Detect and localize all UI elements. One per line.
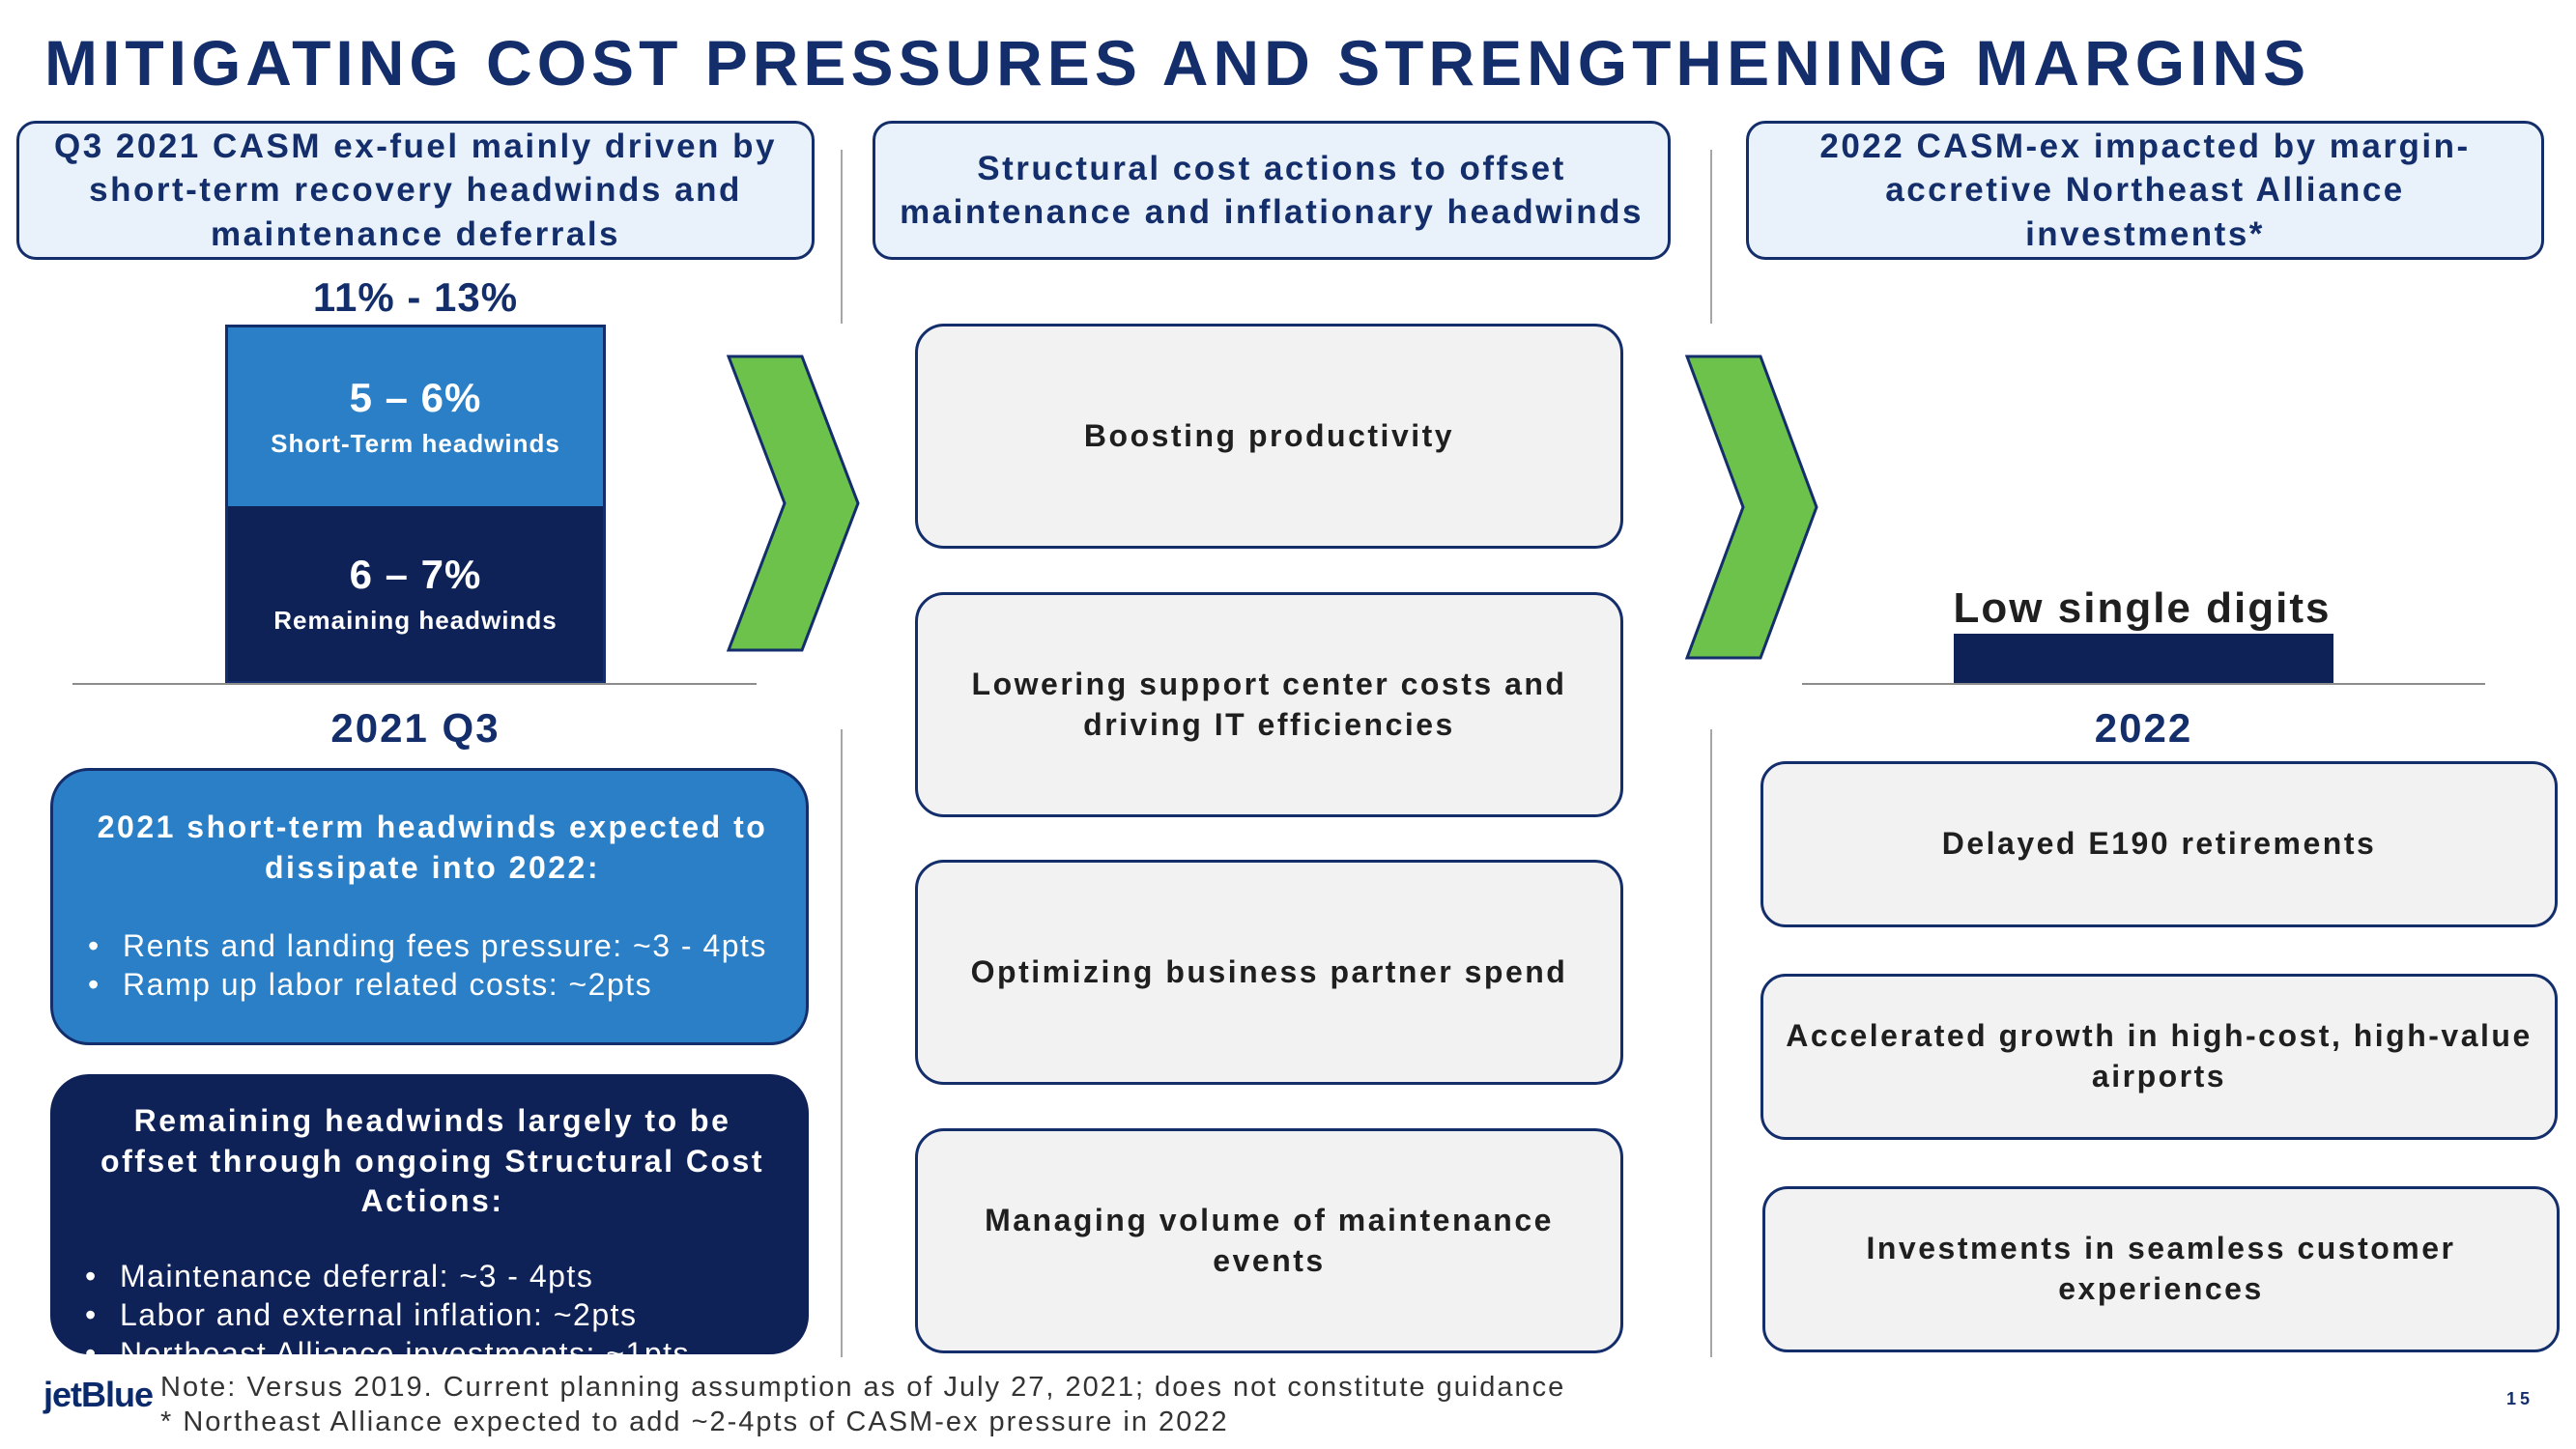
page-title: MITIGATING COST PRESSURES AND STRENGTHEN… — [44, 27, 2311, 99]
driver-e190-retirements: Delayed E190 retirements — [1760, 761, 2558, 927]
segment-label: Short-Term headwinds — [271, 429, 560, 458]
bar-total-label: 11% - 13% — [312, 274, 519, 320]
action-maintenance-volume: Managing volume of maintenance events — [915, 1128, 1623, 1353]
bar-segment-short-term: 5 – 6% Short-Term headwinds — [225, 325, 606, 506]
action-boosting-productivity: Boosting productivity — [915, 324, 1623, 549]
separator-line — [841, 150, 843, 324]
footnote-note: Note: Versus 2019. Current planning assu… — [160, 1372, 1566, 1403]
right-axis-label: 2022 — [2094, 705, 2193, 751]
short-term-headwinds-box: 2021 short-term headwinds expected to di… — [50, 768, 809, 1045]
footnote-alliance: * Northeast Alliance expected to add ~2-… — [160, 1406, 1229, 1437]
bullet-list: Rents and landing fees pressure: ~3 - 4p… — [88, 926, 777, 1004]
box-title: Remaining headwinds largely to be offset… — [100, 1103, 764, 1219]
segment-label: Remaining headwinds — [273, 606, 558, 635]
jetblue-logo: jetBlue — [43, 1375, 154, 1414]
bullet-item: Northeast Alliance investments: ~1pts — [85, 1334, 780, 1373]
separator-line — [1710, 729, 1712, 1357]
page-number: 15 — [2506, 1389, 2534, 1408]
header-2022-casm: 2022 CASM-ex impacted by margin-accretiv… — [1746, 121, 2544, 260]
bullet-item: Labor and external inflation: ~2pts — [85, 1295, 780, 1334]
remaining-headwinds-box: Remaining headwinds largely to be offset… — [50, 1074, 809, 1373]
bar-segment-remaining: 6 – 7% Remaining headwinds — [225, 506, 606, 684]
chevron-right-icon — [1683, 353, 1820, 662]
bullet-item: Ramp up labor related costs: ~2pts — [88, 965, 777, 1004]
segment-value: 6 – 7% — [349, 552, 482, 597]
header-q3-casm: Q3 2021 CASM ex-fuel mainly driven by sh… — [16, 121, 815, 260]
header-structural-cost: Structural cost actions to offset mainte… — [873, 121, 1671, 260]
left-axis-label: 2021 Q3 — [330, 705, 501, 751]
right-bar-value-label: Low single digits — [1953, 584, 2332, 632]
right-bar — [1954, 634, 2333, 684]
bullet-item: Maintenance deferral: ~3 - 4pts — [85, 1257, 780, 1295]
bullet-list: Maintenance deferral: ~3 - 4pts Labor an… — [85, 1257, 780, 1373]
left-axis-line — [72, 683, 757, 685]
driver-customer-experiences: Investments in seamless customer experie… — [1762, 1186, 2560, 1352]
chevron-right-icon — [725, 353, 862, 654]
segment-value: 5 – 6% — [349, 375, 482, 420]
box-title: 2021 short-term headwinds expected to di… — [97, 810, 768, 885]
action-support-center-costs: Lowering support center costs and drivin… — [915, 592, 1623, 817]
right-axis-line — [1802, 683, 2485, 685]
separator-line — [841, 729, 843, 1357]
separator-line — [1710, 150, 1712, 324]
driver-accelerated-growth: Accelerated growth in high-cost, high-va… — [1760, 974, 2558, 1140]
action-business-partner-spend: Optimizing business partner spend — [915, 860, 1623, 1085]
bullet-item: Rents and landing fees pressure: ~3 - 4p… — [88, 926, 777, 965]
